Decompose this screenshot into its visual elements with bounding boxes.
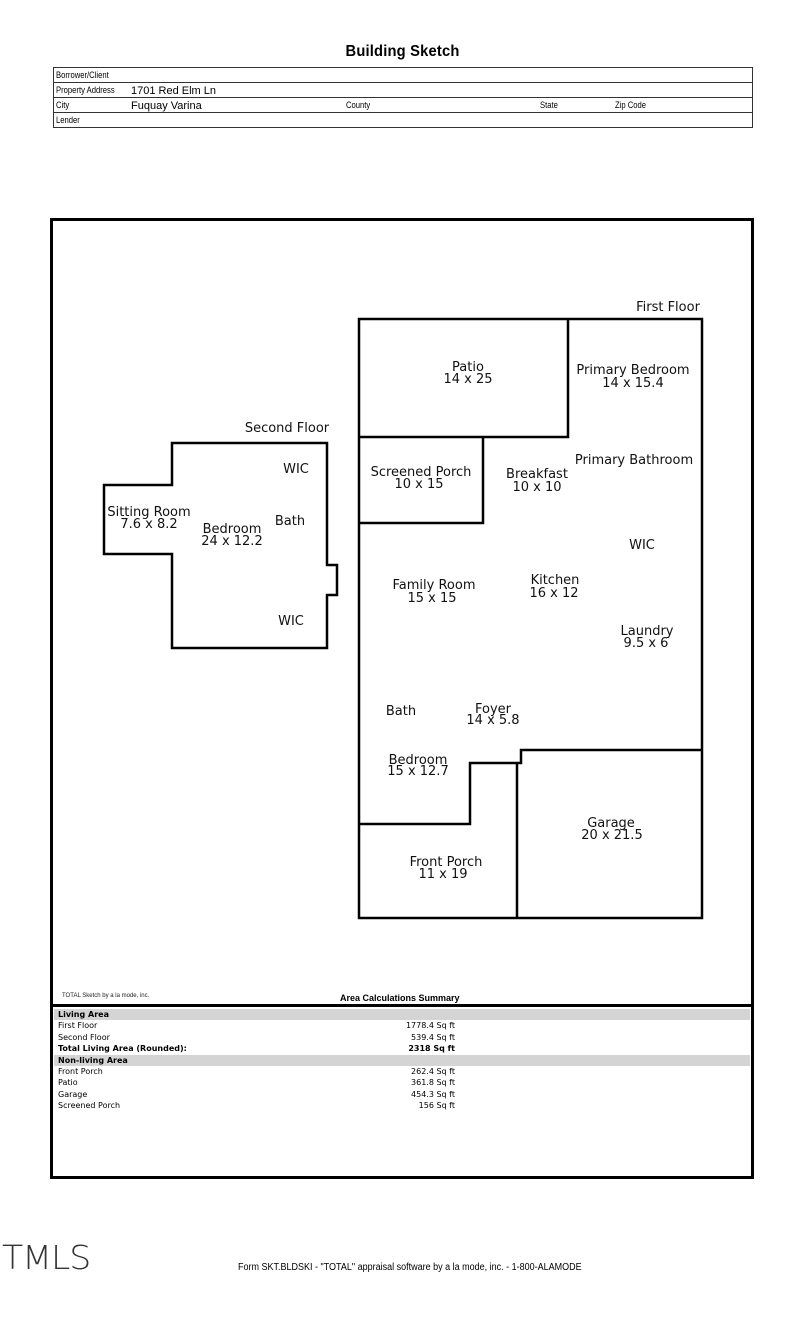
address-value: 1701 Red Elm Ln: [131, 85, 216, 97]
room-name: Front Porch: [410, 855, 483, 870]
address-row: Property Address 1701 Red Elm Ln: [54, 82, 752, 97]
room-name: Breakfast: [506, 467, 568, 482]
room-dims: 15 x 15: [407, 591, 456, 606]
room-dims: 9.5 x 6: [624, 636, 669, 651]
lender-label: Lender: [56, 115, 80, 125]
tmls-watermark-logo: TMLS: [2, 1238, 91, 1277]
form-footer: Form SKT.BLDSKI - "TOTAL" appraisal soft…: [238, 1262, 582, 1273]
room-name: Laundry: [621, 624, 674, 639]
room-dims: 7.6 x 8.2: [120, 517, 177, 532]
room-name: Bedroom: [389, 753, 448, 768]
county-label: County: [346, 100, 371, 110]
room-name: Bath: [386, 704, 416, 719]
room-dims: 10 x 15: [394, 477, 443, 492]
room-dims: 24 x 12.2: [201, 534, 262, 549]
room-name: Family Room: [393, 578, 476, 593]
lender-row: Lender: [54, 112, 752, 127]
patio-wall: [359, 319, 570, 439]
room-name: Kitchen: [531, 573, 580, 588]
room-dims: 16 x 12: [529, 586, 578, 601]
room-dims: 11 x 19: [418, 867, 467, 882]
total-living-row: Total Living Area (Rounded):2318 Sq ft: [58, 1044, 455, 1054]
room-name: Garage: [587, 816, 635, 831]
room-dims: 14 x 25: [443, 372, 492, 387]
room-dims: 14 x 15.4: [602, 376, 663, 391]
second-floor-outline: [102, 441, 339, 650]
living-area-header: Living Area: [54, 1009, 750, 1021]
room-dims: 14 x 5.8: [466, 713, 519, 728]
room-name: WIC: [283, 462, 309, 477]
first-floor-label: First Floor: [636, 300, 700, 315]
room-dims: 10 x 10: [512, 480, 561, 495]
address-label: Property Address: [56, 85, 115, 95]
summary-title: Area Calculations Summary: [340, 993, 460, 1003]
garage-wall: [359, 748, 702, 826]
room-name: Screened Porch: [371, 465, 472, 480]
summary-divider: [53, 1004, 751, 1007]
city-value: Fuquay Varina: [131, 100, 202, 112]
city-label: City: [56, 100, 70, 110]
city-row: City Fuquay Varina County State Zip Code: [54, 97, 752, 112]
state-label: State: [540, 100, 558, 110]
nonliving-area-header: Non-living Area: [54, 1054, 750, 1066]
room-dims: 15 x 12.7: [387, 764, 448, 779]
room-name: Sitting Room: [107, 505, 190, 520]
room-name: Primary Bathroom: [575, 453, 693, 468]
floor-plan-sketch: Second Floor Sitting Room 7.6 x 8.2 Bedr…: [102, 300, 704, 920]
second-floor-label: Second Floor: [245, 421, 330, 436]
zip-label: Zip Code: [615, 100, 647, 110]
sketch-frame: [50, 218, 754, 1179]
room-name: Bath: [275, 514, 305, 529]
first-floor-outline: [357, 317, 704, 920]
room-name: Patio: [452, 360, 484, 375]
borrower-row: Borrower/Client: [54, 68, 752, 82]
room-name: Bedroom: [203, 522, 262, 537]
sketch-credit: TOTAL Sketch by a la mode, inc.: [62, 993, 150, 999]
room-name: WIC: [629, 538, 655, 553]
borrower-label: Borrower/Client: [56, 70, 109, 80]
room-dims: 20 x 21.5: [581, 828, 642, 843]
room-name: Primary Bedroom: [576, 363, 689, 378]
room-name: Foyer: [475, 702, 512, 717]
screened-porch-wall: [359, 437, 485, 525]
room-name: WIC: [278, 614, 304, 629]
page-title: Building Sketch: [345, 43, 460, 60]
property-info-table: Borrower/Client Property Address 1701 Re…: [53, 67, 753, 128]
